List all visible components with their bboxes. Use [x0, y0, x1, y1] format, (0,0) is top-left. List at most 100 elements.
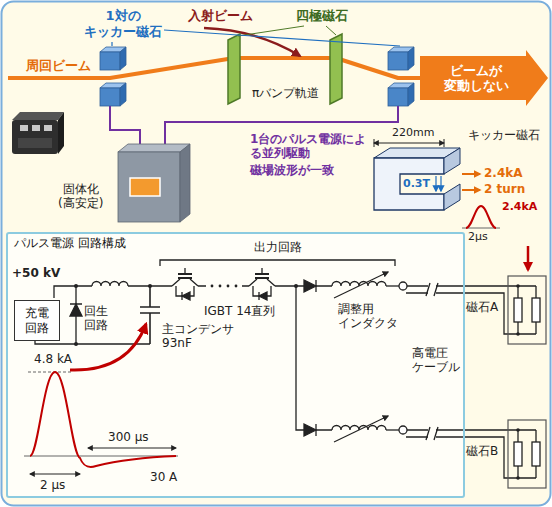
igbt-module-photo: [12, 112, 64, 120]
cable-connector: [399, 282, 407, 290]
part-label: キッカー磁石: [468, 128, 540, 142]
igbt-module-photo: [44, 125, 52, 131]
current-arrow: [462, 189, 480, 191]
kicker-magnet: [100, 83, 126, 106]
variable-arrow: [334, 416, 388, 442]
time-label: 2μs: [468, 230, 488, 243]
beam-arrow: ビームが 変動しない: [420, 50, 548, 106]
series-dots: [211, 285, 238, 288]
part-label: 回生 回路: [84, 304, 108, 333]
junction-dot: [294, 284, 298, 288]
pulse-supply-box: [130, 178, 160, 196]
circuit-wire: [386, 429, 399, 430]
variable-arrow: [334, 272, 388, 442]
dimension-line: [374, 139, 444, 147]
panel-heading: パルス電源 回路構成: [14, 236, 457, 250]
turns-label: 2 turn: [484, 182, 525, 196]
diode-symbol: [70, 280, 316, 436]
series-dots: [211, 285, 214, 288]
diode-symbol: [315, 424, 316, 436]
note-label: 固体化 (高安定): [58, 182, 103, 211]
circuit-wire: [54, 286, 92, 298]
part-label: 調整用 インダクタ: [338, 302, 398, 331]
circuit-wire: [426, 427, 438, 440]
kicker-magnet: [388, 83, 414, 106]
pulse-supply-box: [180, 144, 190, 222]
quadrupole-magnet: [330, 34, 342, 104]
igbt-symbol: [178, 274, 192, 278]
junction-dot: [74, 284, 78, 288]
current-label: 2.4kA: [502, 200, 537, 213]
resistor-symbol: [514, 298, 540, 466]
resistor-symbol: [514, 442, 522, 466]
part-label: 磁石B: [466, 444, 498, 458]
part-label: IGBT 14直列: [204, 304, 275, 318]
diode-symbol: [304, 424, 316, 436]
capacitor-waveform: [30, 474, 80, 475]
dimension-line: [374, 143, 444, 144]
injection-beam: [204, 28, 300, 56]
arrow-shape: [420, 50, 548, 106]
voltage-label: +50 kV: [12, 266, 60, 280]
note-label: 磁場波形が一致: [250, 163, 334, 177]
time-label: 2 μs: [40, 478, 65, 492]
field-arrow: [435, 176, 436, 191]
part-label: 回生 回路: [84, 304, 108, 333]
leader-line: [238, 26, 336, 36]
dimension-label: 220mm: [392, 126, 434, 139]
kicker-magnet-drawing: [374, 158, 444, 210]
magnet-load: [508, 420, 546, 488]
circuit-wire: [386, 285, 399, 286]
part-label: 磁石B: [466, 444, 498, 458]
igbt-symbol: [249, 268, 275, 286]
part-label: 高電圧 ケーブル: [412, 346, 460, 375]
red-arrow: [528, 246, 529, 270]
junction-dot: [516, 284, 520, 288]
time-label: 300 μs: [108, 430, 149, 444]
junction-dot: [74, 342, 78, 346]
time-label: 300 μs: [108, 430, 149, 444]
series-dots: [219, 285, 222, 288]
beam-label: 周回ビーム: [26, 58, 91, 74]
dimension-line: [374, 139, 444, 147]
current-label: 2.4kA: [484, 166, 523, 180]
igbt-symbol: [182, 292, 190, 300]
cable-connector: [399, 426, 407, 434]
circuit-wire: [70, 286, 82, 344]
voltage-label: +50 kV: [12, 266, 60, 280]
pulse-supply-box: [118, 152, 180, 222]
kicker-magnet: [388, 47, 414, 70]
circuit-wire: [406, 437, 536, 478]
kicker-magnet: [100, 47, 126, 70]
part-label: 磁石A: [466, 300, 498, 314]
circulating-beam: [8, 58, 424, 78]
note-label: 1台のパルス電源による並列駆動: [250, 132, 370, 161]
time-label: 2 μs: [40, 478, 65, 492]
capacitor-waveform: [88, 448, 176, 449]
field-arrow: [440, 176, 441, 191]
circuit-wire: [406, 293, 536, 334]
current-arrow: [462, 173, 480, 175]
variable-arrow: [334, 272, 388, 298]
igbt-module-photo: [12, 120, 58, 154]
circuit-panel: 充電 回路パルス電源 回路構成: [6, 232, 465, 498]
circuit-wire: [426, 283, 438, 296]
igbt-module-photo: [32, 125, 40, 131]
diode-symbol: [70, 304, 82, 316]
bracket-label: 出力回路: [254, 240, 302, 254]
part-label: 磁石A: [466, 300, 498, 314]
value-label: 30 A: [150, 470, 177, 484]
part-label: 調整用 インダクタ: [338, 302, 398, 331]
junction-dot: [516, 332, 520, 336]
pulse-supply-box: [118, 144, 190, 222]
capacitor-waveform: [28, 372, 72, 373]
igbt-symbol: [253, 286, 271, 300]
magnet-pair-label: 1対の キッカー磁石: [84, 8, 162, 39]
igbt-symbol: [255, 274, 269, 278]
beam-label: 周回ビーム: [26, 58, 91, 74]
kicker-magnet: [100, 47, 414, 106]
igbt-module-photo: [20, 125, 28, 131]
field-label: 0.3T: [403, 177, 430, 190]
